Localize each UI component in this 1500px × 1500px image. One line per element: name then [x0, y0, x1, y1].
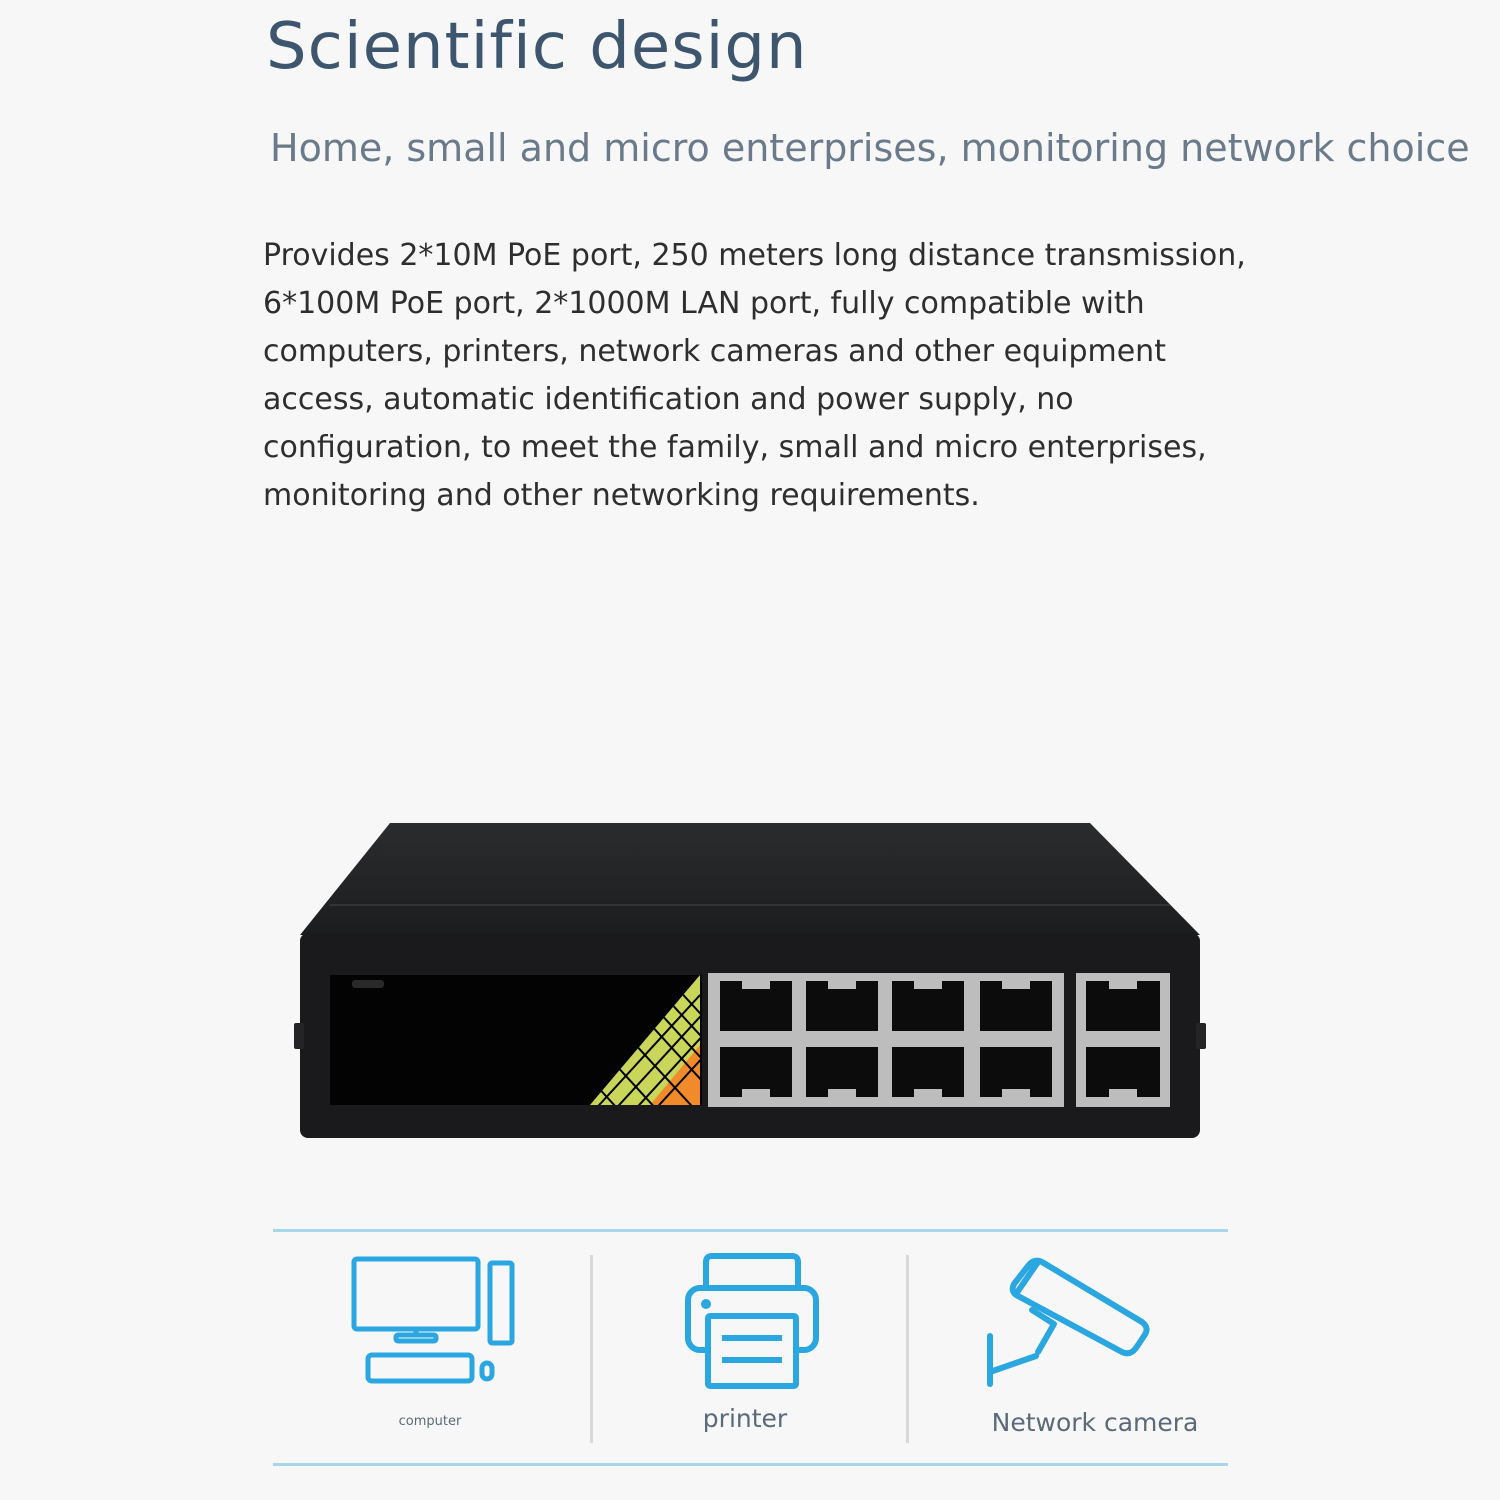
description-line: computers, printers, network cameras and… — [263, 334, 1166, 369]
description-line: Provides 2*10M PoE port, 250 meters long… — [263, 238, 1246, 273]
poe-switch-image — [294, 823, 1206, 1138]
rj45-port — [980, 1047, 1052, 1097]
rj45-port — [806, 981, 878, 1031]
network-camera-icon — [987, 1257, 1150, 1387]
divider-top — [273, 1229, 1228, 1232]
rj45-port — [980, 981, 1052, 1031]
rj45-port — [1086, 981, 1160, 1031]
description-line: configuration, to meet the family, small… — [263, 430, 1207, 465]
computer-icon — [351, 1256, 515, 1384]
page-title: Scientific design — [266, 10, 808, 84]
printer-icon — [685, 1253, 819, 1389]
rj45-port — [720, 981, 792, 1031]
device-label-computer: computer — [398, 1414, 462, 1429]
column-separator — [906, 1255, 909, 1443]
description-line: access, automatic identification and pow… — [263, 382, 1074, 417]
description-line: 6*100M PoE port, 2*1000M LAN port, fully… — [263, 286, 1145, 321]
divider-bottom — [273, 1463, 1228, 1466]
device-label-printer: printer — [702, 1404, 788, 1433]
rj45-port — [892, 1047, 964, 1097]
rj45-port — [892, 981, 964, 1031]
rj45-port — [1086, 1047, 1160, 1097]
switch-top-face — [300, 823, 1200, 935]
column-separator — [590, 1255, 593, 1443]
device-label-network-camera: Network camera — [991, 1408, 1199, 1437]
rj45-port — [720, 1047, 792, 1097]
page-subtitle: Home, small and micro enterprises, monit… — [270, 126, 1470, 170]
description-line: monitoring and other networking requirem… — [263, 478, 980, 513]
rj45-port — [806, 1047, 878, 1097]
description: Provides 2*10M PoE port, 250 meters long… — [263, 232, 1263, 520]
